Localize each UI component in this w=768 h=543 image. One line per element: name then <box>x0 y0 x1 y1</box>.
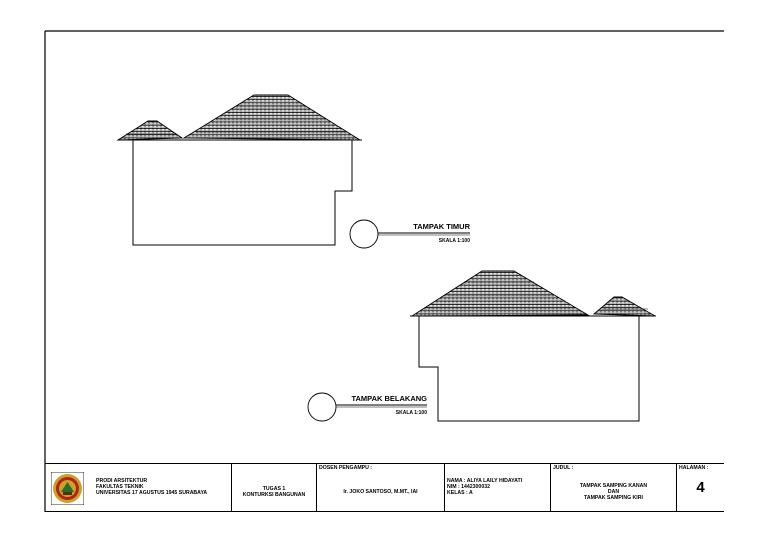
rear-view-scale: SKALA 1:100 <box>396 410 427 416</box>
rear-wall-outline <box>418 316 640 422</box>
title-block-student: NAMA : ALIYA LAILY HIDAYATI NIM : 144230… <box>445 464 551 511</box>
rear-view-label-symbol <box>307 392 427 422</box>
assignment-course: KONTURKSI BANGUNAN <box>242 491 306 498</box>
organization-text: PRODI ARSITEKTUR FAKULTAS TEKNIK UNIVERS… <box>96 478 207 496</box>
title-block-page: HALAMAN : 4 <box>677 464 724 511</box>
title-block-title: JUDUL : TAMPAK SAMPING KANAN DAN TAMPAK … <box>551 464 677 511</box>
faculty-name: FAKULTAS TEKNIK <box>96 484 144 490</box>
east-roof <box>116 94 362 141</box>
rear-view-title: TAMPAK BELAKANG <box>351 394 427 403</box>
student-name: NAMA : ALIYA LAILY HIDAYATI <box>447 478 523 484</box>
page-caption: HALAMAN : <box>679 465 709 471</box>
east-elevation: TAMPAK TIMUR SKALA 1:100 <box>116 94 471 249</box>
assignment-number: TUGAS 1 <box>262 485 286 492</box>
east-view-title: TAMPAK TIMUR <box>413 222 470 231</box>
lecturer-name: Ir. JOKO SANTOSO, M.MT., IAI <box>343 488 418 495</box>
rear-elevation: TAMPAK BELAKANG SKALA 1:100 <box>307 270 656 422</box>
east-view-scale: SKALA 1:100 <box>439 238 470 244</box>
student-class: KELAS : A <box>447 490 473 496</box>
sheet-border <box>44 30 724 512</box>
title-line-2: DAN <box>607 488 620 495</box>
rear-roof <box>410 270 656 317</box>
title-line-1: TAMPAK SAMPING KANAN <box>579 482 648 489</box>
title-block-lecturer: DOSEN PENGAMPU : Ir. JOKO SANTOSO, M.MT.… <box>317 464 445 511</box>
lecturer-caption: DOSEN PENGAMPU : <box>319 465 373 471</box>
title-block-assignment: TUGAS 1 KONTURKSI BANGUNAN <box>232 464 317 511</box>
east-view-label-symbol <box>349 219 470 249</box>
program-name: PRODI ARSITEKTUR <box>96 478 148 484</box>
east-wall-outline <box>132 140 353 246</box>
title-caption: JUDUL : <box>553 465 574 471</box>
university-name: UNIVERSITAS 17 AGUSTUS 1945 SURABAYA <box>96 490 208 496</box>
title-block-organization: PRODI ARSITEKTUR FAKULTAS TEKNIK UNIVERS… <box>45 464 232 511</box>
title-line-3: TAMPAK SAMPING KIRI <box>584 494 643 501</box>
university-logo <box>51 472 84 505</box>
title-block: PRODI ARSITEKTUR FAKULTAS TEKNIK UNIVERS… <box>45 463 724 512</box>
page-number: 4 <box>696 479 705 496</box>
student-nim: NIM : 1442300032 <box>447 484 490 490</box>
